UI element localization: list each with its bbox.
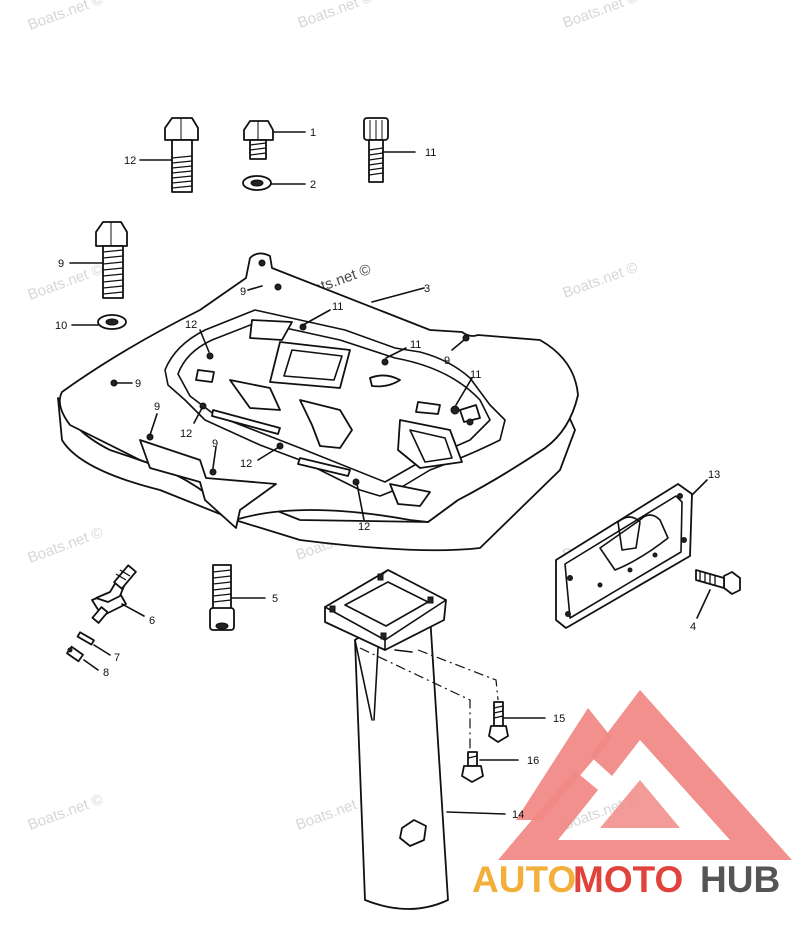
callout-12: 12 [124,155,136,167]
callout-10: 10 [55,320,67,332]
logo-text-auto: AUTO [472,859,576,900]
callout-9: 9 [212,438,218,450]
plug-8-icon [66,645,84,663]
callout-15: 15 [553,713,565,725]
watermark: Boats.net © [561,0,641,32]
screw-15-icon [488,701,509,743]
callout-11: 11 [332,301,343,313]
lock-washer-10-icon [97,314,127,330]
callout-12: 12 [240,458,252,470]
pin-7-icon [76,631,95,646]
callout-8: 8 [103,667,109,679]
callout-11: 11 [425,147,436,159]
rubber-mount-6-icon [91,564,137,624]
watermark: Boats.net © [26,0,106,34]
callout-9: 9 [58,258,64,270]
callout-16: 16 [527,755,539,767]
logo-triangle-inner [600,780,680,828]
callout-9: 9 [240,286,246,298]
callout-3: 3 [424,283,430,295]
automotohub-logo-text: AUTO MOTO HUB [472,859,780,900]
watermark: Boats.net © [26,261,106,304]
socket-screw-5-icon [209,564,235,631]
bolt-12-icon [164,117,199,193]
gasket-plate-13 [555,483,693,629]
callout-7: 7 [114,652,120,664]
callout-4: 4 [690,621,696,633]
callout-6: 6 [149,615,155,627]
bolt-4-icon [695,569,741,595]
automotohub-logo [498,690,792,860]
callout-13: 13 [708,469,720,481]
logo-triangle-inner [516,708,612,820]
logo-text-moto: MOTO [573,859,683,900]
callout-12: 12 [185,319,197,331]
washer-2-icon [242,175,272,191]
callout-1: 1 [310,127,316,139]
callout-11: 11 [470,369,481,381]
logo-triangle [498,690,792,860]
adapter-plate-3 [57,252,579,552]
exhaust-tube-14 [324,569,449,910]
callout-12: 12 [180,428,192,440]
bolt-1-icon [243,120,274,160]
callout-2: 2 [310,179,316,191]
watermark: Boats.net © [296,0,376,32]
callout-9: 9 [135,378,141,390]
watermark: Boats.net © [26,791,106,834]
callout-9: 9 [444,355,450,367]
screw-16-icon [461,751,484,783]
watermark: Boats.net © [561,259,641,302]
callout-14: 14 [512,809,524,821]
bolt-9-icon [95,221,128,299]
watermark: Boats.net © [26,524,106,567]
socket-screw-11-icon [363,117,389,183]
callout-9: 9 [154,401,160,413]
callout-11: 11 [410,339,421,351]
callout-12: 12 [358,521,370,533]
logo-text-hub: HUB [700,859,780,900]
callout-5: 5 [272,593,278,605]
